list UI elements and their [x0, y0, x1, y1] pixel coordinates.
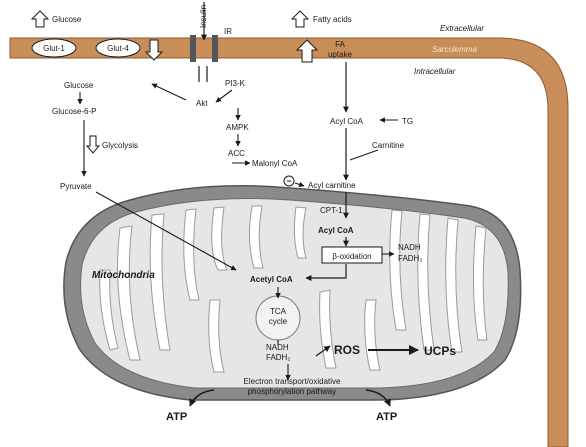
- pi3k-to-akt-arrow: [216, 90, 232, 102]
- acyl-coa-mito-label: Acyl CoA: [318, 226, 354, 235]
- ucps-label: UCPs: [424, 344, 456, 358]
- glucose-6-p-label: Glucose-6-P: [52, 107, 96, 116]
- beta-oxidation-label: β-oxidation: [332, 252, 371, 261]
- akt-label: Akt: [196, 99, 208, 108]
- fadh2-label-1: FADH₂: [398, 254, 422, 263]
- cpt1-label: CPT-1: [320, 206, 343, 215]
- tg-label: TG: [402, 117, 413, 126]
- mitochondrion: [64, 186, 521, 400]
- insulin-receptor-right: [212, 35, 218, 62]
- glucose-intracellular-label: Glucose: [64, 81, 94, 90]
- atp-left-label: ATP: [166, 411, 187, 423]
- acetyl-coa-label: Acetyl CoA: [250, 275, 293, 284]
- sarcolemma-label: Sarcolemma: [432, 45, 477, 54]
- ros-label: ROS: [334, 343, 360, 357]
- fatty-acids-label: Fatty acids: [313, 15, 352, 24]
- ir-label: IR: [224, 27, 232, 36]
- glut4-label: Glut-4: [107, 44, 129, 53]
- glycolysis-label: Glycolysis: [102, 141, 138, 150]
- glut1-label: Glut-1: [43, 44, 65, 53]
- acc-label: ACC: [228, 149, 245, 158]
- fa-uptake-label-2: uptake: [328, 50, 353, 59]
- fa-uptake-label-1: FA: [335, 40, 345, 49]
- pyruvate-label: Pyruvate: [60, 182, 92, 191]
- nadh-label-2: NADH: [266, 343, 289, 352]
- inhibition-minus-label: −: [286, 176, 291, 186]
- atp-right-label: ATP: [376, 411, 397, 423]
- carnitine-join-line: [350, 150, 378, 160]
- fadh2-label-2: FADH₂: [266, 353, 290, 362]
- carnitine-label: Carnitine: [372, 141, 405, 150]
- glucose-entry-arrow-icon: [32, 11, 48, 27]
- fatty-acids-entry-arrow-icon: [292, 11, 308, 27]
- mitochondria-label: Mitochondria: [92, 270, 155, 281]
- tca-label-2: cycle: [269, 317, 288, 326]
- ampk-label: AMPK: [226, 123, 249, 132]
- nadh-label-1: NADH: [398, 243, 421, 252]
- insulin-receptor-left: [190, 35, 196, 62]
- malonyl-coa-label: Malonyl CoA: [252, 159, 298, 168]
- acyl-coa-label: Acyl CoA: [330, 117, 364, 126]
- pi3k-label: PI3-K: [225, 79, 246, 88]
- acyl-carnitine-label: Acyl carnitine: [308, 181, 356, 190]
- etc-label-2: phosphorylation pathway: [248, 387, 337, 396]
- intracellular-label: Intracellular: [414, 67, 456, 76]
- glucose-extracellular-label: Glucose: [52, 15, 82, 24]
- akt-to-glut4-arrow: [152, 84, 186, 100]
- etc-label-1: Electron transport/oxidative: [244, 377, 341, 386]
- tca-label-1: TCA: [270, 307, 287, 316]
- glycolysis-arrow-icon: [87, 136, 99, 153]
- extracellular-label: Extracellular: [440, 24, 484, 33]
- malonyl-inhibits-arrow: [295, 183, 304, 186]
